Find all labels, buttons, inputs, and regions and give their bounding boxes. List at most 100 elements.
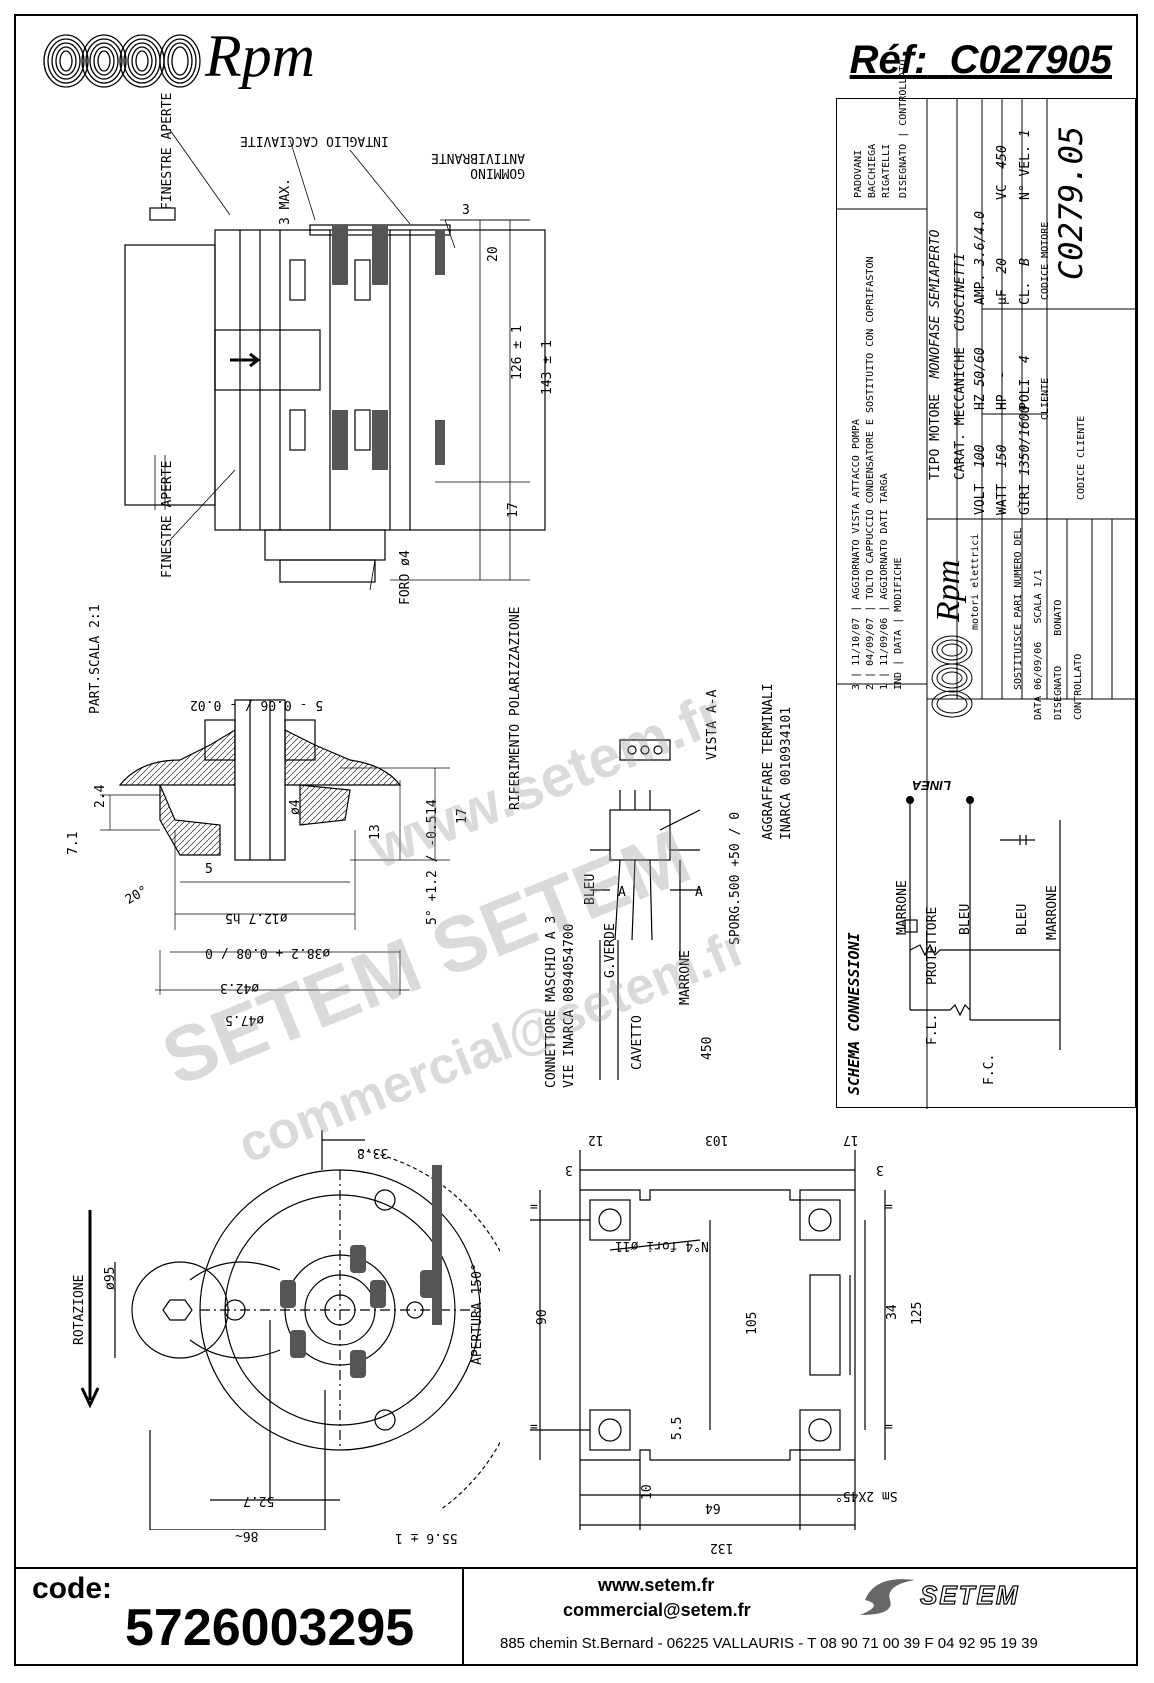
schema-marrone-1: MARRONE [895,880,910,935]
section-a-right: A [695,885,703,900]
codice-motore-label: CODICE MOTORE [1040,221,1051,300]
dim-450: 450 [700,1036,715,1060]
reference-number: Réf: C027905 [849,38,1112,82]
footer-divider [464,1567,1138,1569]
dim-3-max: 3 MAX. [278,178,293,225]
schema-blu-1: BLEU [958,903,973,935]
rpm-logo-text: Rpm [205,23,315,89]
intaglio-cacciavite-label: INTAGLIO CACCIAVITE [240,133,389,148]
dim-86: 86~ [235,1528,259,1543]
eq-mark-3: = [885,1200,893,1215]
dim-12: 12 [588,1132,604,1147]
data-scala: DATA 06/09/06 SCALA 1/1 [1033,569,1044,720]
person-padovani: PADOVANI [853,149,864,198]
revision-header: IND | DATA | MODIFICHE [893,557,904,690]
connector-drawing [590,739,701,1080]
eq-mark-1: = [530,1200,538,1215]
volt: VOLT 100 [973,444,988,515]
aggraffare-label: AGGRAFFARE TERMINALI INARCA 0010934101 [761,683,794,840]
schema-title: SCHEMA CONNESSIONI [845,932,863,1095]
wiring-schema [904,796,1061,1050]
person-bacchiega: BACCHIEGA [867,143,878,198]
hz: HZ 50/60 [973,347,988,410]
dim-52-7: 52.7 [243,1493,275,1508]
code-box [14,1567,464,1666]
title-block-logo-text: Rpm [930,559,967,622]
vc: VC 450 [995,145,1010,200]
controllato: CONTROLLATO [1073,653,1084,720]
sostituisce: SOSTITUISCE PARI NUMERO DEL - [1013,503,1024,690]
dim-33-8: 33.8 [357,1145,389,1160]
drawing-frame [14,14,1138,1666]
tipo-motore: TIPO MOTORE MONOFASE SEMIAPERTO [928,229,943,480]
code-label: code: [32,1572,113,1605]
schema-fl: F.L. [925,1013,940,1045]
eq-mark-2: = [530,1420,538,1435]
codice-motore-value: C0279.05 [1052,125,1090,280]
codice-cliente-label: CODICE CLIENTE [1076,415,1087,500]
dim-103: 103 [705,1132,729,1147]
title-block-coil-logo [931,635,973,718]
motor-front-view [80,1130,500,1530]
amp: AMP. 3.6/4.0 [973,211,988,305]
finestre-aperte-bottom-label: FINESTRE APERTE [160,460,175,578]
dim-7-1: 7.1 [66,831,81,855]
title-block-logo-sub: motori elettrici [970,533,981,630]
title-block [836,98,1137,1109]
footer-web-link[interactable]: www.setem.fr [598,1575,715,1595]
eq-mark-4: = [885,1420,893,1435]
fori-label: N°4 fori ø11 [615,1238,709,1253]
disegnato: DISEGNATO BONATO [1053,599,1064,720]
shaft-detail-section [100,699,450,995]
footer-email-link[interactable]: commercial@setem.fr [563,1600,751,1620]
code-value: 5726003295 [125,1599,415,1657]
watt: WATT 150 [995,444,1010,515]
dim-17-base: 17 [843,1132,859,1147]
dim-55-6: 55.6 ± 1 [395,1530,458,1545]
revision-3: 3 | 11/10/07 | AGGIORNATO VISTA ATTACCO … [851,419,862,690]
apertura-label: APERTURA 150° [470,1263,485,1365]
dim-d95: ø95 [103,1266,118,1290]
dim-5-5: 5.5 [670,1416,685,1440]
dim-d4: ø4 [288,799,303,815]
dim-3-left: 3 [565,1162,573,1177]
dim-126: 126 ± 1 [510,325,525,380]
schema-blu-2: BLEU [1015,903,1030,935]
revision-1: 1 | 11/09/06 | AGGIORNATO DATI TARGA [879,473,890,690]
dim-2-4: 2.4 [93,784,108,808]
gommino-label: GOMMINO ANTIVIBRANTE [431,150,525,180]
schema-protettore: PROTETTORE [925,906,940,985]
hp: HP - [995,370,1010,410]
carat-meccaniche: CARAT. MECCANICHE CUSCINETTI [953,253,968,480]
setem-swoosh-icon [860,1579,915,1615]
foro-label: FORO ø4 [398,550,413,605]
section-a-left: A [618,885,626,900]
cavetto-label: CAVETTO [630,1015,645,1070]
dim-d12-7: ø12.7 h5 [225,910,288,925]
rotazione-label: ROTAZIONE [72,1274,87,1345]
microfarad: µF 20 [995,258,1010,305]
setem-logo-text: SETEM [919,1579,1020,1610]
revision-2: 2 | 04/09/07 | TOLTO CAPPUCCIO CONDENSAT… [865,256,876,691]
dim-17-top: 17 [506,502,521,518]
dim-5: 5 [205,862,213,877]
cliente-label: CLIENTE [1040,377,1051,420]
dim-3: 3 [462,203,470,218]
mounting-base-view [530,1150,886,1530]
footer-address: 885 chemin St.Bernard - 06225 VALLAURIS … [500,1635,1038,1652]
part-scala-label: PART.SCALA 2:1 [88,604,103,714]
dim-34: 34 [885,1304,900,1320]
dim-10: 10 [640,1484,655,1500]
n-velocita: N° VEL. 1 [1018,129,1033,200]
giri: GIRI 1350/1600 [1018,405,1033,515]
dim-132: 132 [710,1540,734,1555]
classe: CL. B [1018,258,1033,305]
tol-top: 5 - 0.06 / - 0.02 [190,697,324,712]
dim-143: 143 ± 1 [540,340,555,395]
schema-marrone-2: MARRONE [1045,885,1060,940]
poli: POLI 4 [1018,355,1033,410]
schema-linea: LINEA [912,778,951,793]
dim-3-right: 3 [876,1162,884,1177]
person-rigatelli: RIGATELLI [881,143,892,198]
dim-90: 90 [535,1309,550,1325]
